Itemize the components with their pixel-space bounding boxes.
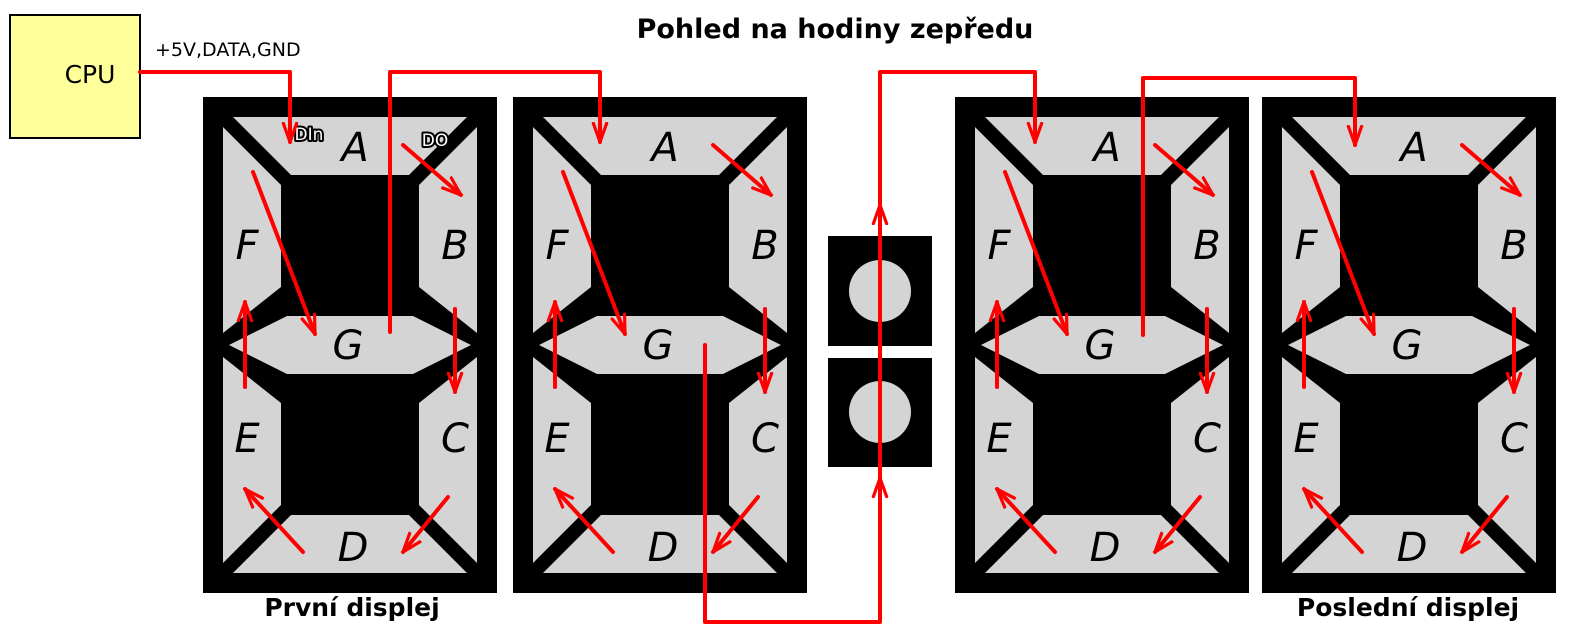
cpu-box xyxy=(9,14,141,139)
data-in-pin-label: DIn xyxy=(295,125,324,145)
wire-display-3-to-display-4 xyxy=(1141,76,1355,337)
wire-colon-to-display-3 xyxy=(878,70,1035,207)
caption-first-display: První displej xyxy=(264,593,439,622)
cpu-label: CPU xyxy=(65,60,116,89)
diagram-title: Pohled na hodiny zepředu xyxy=(637,14,1034,45)
display-4 xyxy=(1262,97,1556,593)
bus-label: +5V,DATA,GND xyxy=(155,39,301,61)
data-out-pin-label: DO xyxy=(422,131,448,151)
caption-last-display: Poslední displej xyxy=(1297,593,1519,622)
display-2 xyxy=(513,97,807,593)
wire-cpu-to-display-1 xyxy=(138,70,290,144)
display-3 xyxy=(955,97,1249,593)
wire-display-1-to-display-2 xyxy=(388,70,600,334)
wire-display-2-to-colon-bottom xyxy=(703,343,880,624)
display-1 xyxy=(203,97,497,593)
